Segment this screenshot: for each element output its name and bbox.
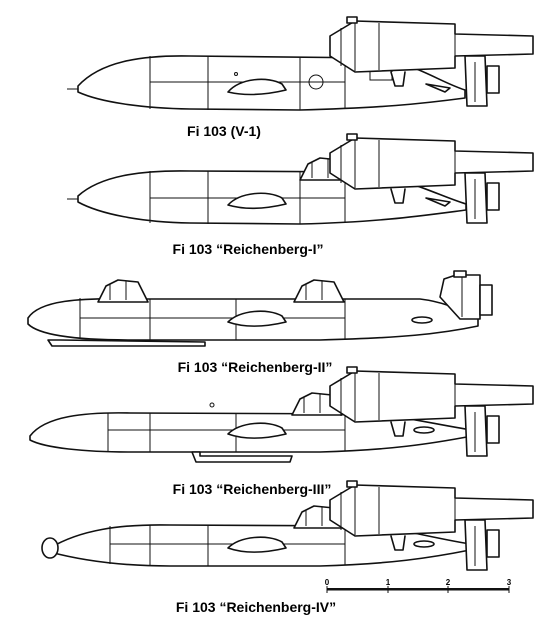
scale-tick-1: 1: [386, 578, 391, 587]
variant-reichenberg-iv-drawing: [41, 480, 534, 571]
variant-reichenberg-iii-drawing: [29, 366, 534, 463]
caption-reichenberg-i: Fi 103 “Reichenberg-I”: [173, 241, 324, 257]
caption-reichenberg-iv: Fi 103 “Reichenberg-IV”: [176, 599, 336, 615]
variant-reichenberg-i-drawing: [67, 133, 534, 225]
scale-tick-3: 3: [507, 578, 512, 587]
scale-tick-2: 2: [446, 578, 451, 587]
variant-v1-drawing: [67, 16, 534, 111]
caption-v1: Fi 103 (V-1): [187, 123, 261, 139]
scale-bar: 0 1 2 3: [325, 578, 512, 593]
caption-reichenberg-ii: Fi 103 “Reichenberg-II”: [178, 359, 333, 375]
scale-tick-0: 0: [325, 578, 330, 587]
variant-reichenberg-ii-drawing: [27, 270, 493, 347]
caption-reichenberg-iii: Fi 103 “Reichenberg-III”: [173, 481, 332, 497]
